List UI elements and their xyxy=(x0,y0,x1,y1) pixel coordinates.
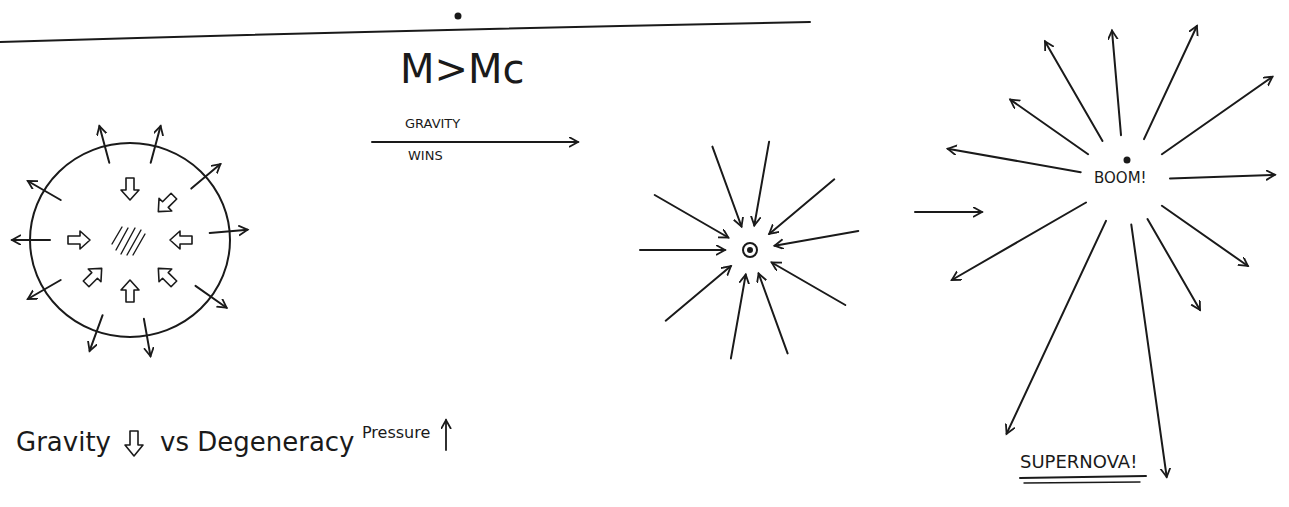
heading-label: SUPERNOVA! xyxy=(1020,452,1137,473)
inward-gravity-arrows xyxy=(68,178,192,302)
dot-mark xyxy=(456,14,461,19)
burst-label: BOOM! xyxy=(1094,170,1147,187)
down-arrow-symbol xyxy=(125,431,143,456)
star-outline xyxy=(30,143,230,337)
dot-mark xyxy=(1125,158,1130,163)
underline xyxy=(1024,482,1140,483)
core-hatching xyxy=(112,227,145,255)
outward-pressure-arrows xyxy=(12,126,248,356)
arrow-label: GRAVITY xyxy=(405,117,460,132)
formula-label: M>Mc xyxy=(400,46,525,92)
explosion-rays xyxy=(915,26,1275,477)
caption-word: Gravity xyxy=(16,428,111,458)
transition-arrow xyxy=(372,141,578,143)
caption-word: vs Degeneracy xyxy=(160,428,355,458)
caption-word: Pressure xyxy=(362,424,430,442)
arrow-label: WINS xyxy=(408,149,443,164)
collapsed-core xyxy=(743,243,757,257)
heading-rule xyxy=(0,22,810,42)
up-arrow-symbol xyxy=(445,420,447,450)
underline xyxy=(1020,476,1146,478)
collapse-arrows xyxy=(640,142,858,359)
